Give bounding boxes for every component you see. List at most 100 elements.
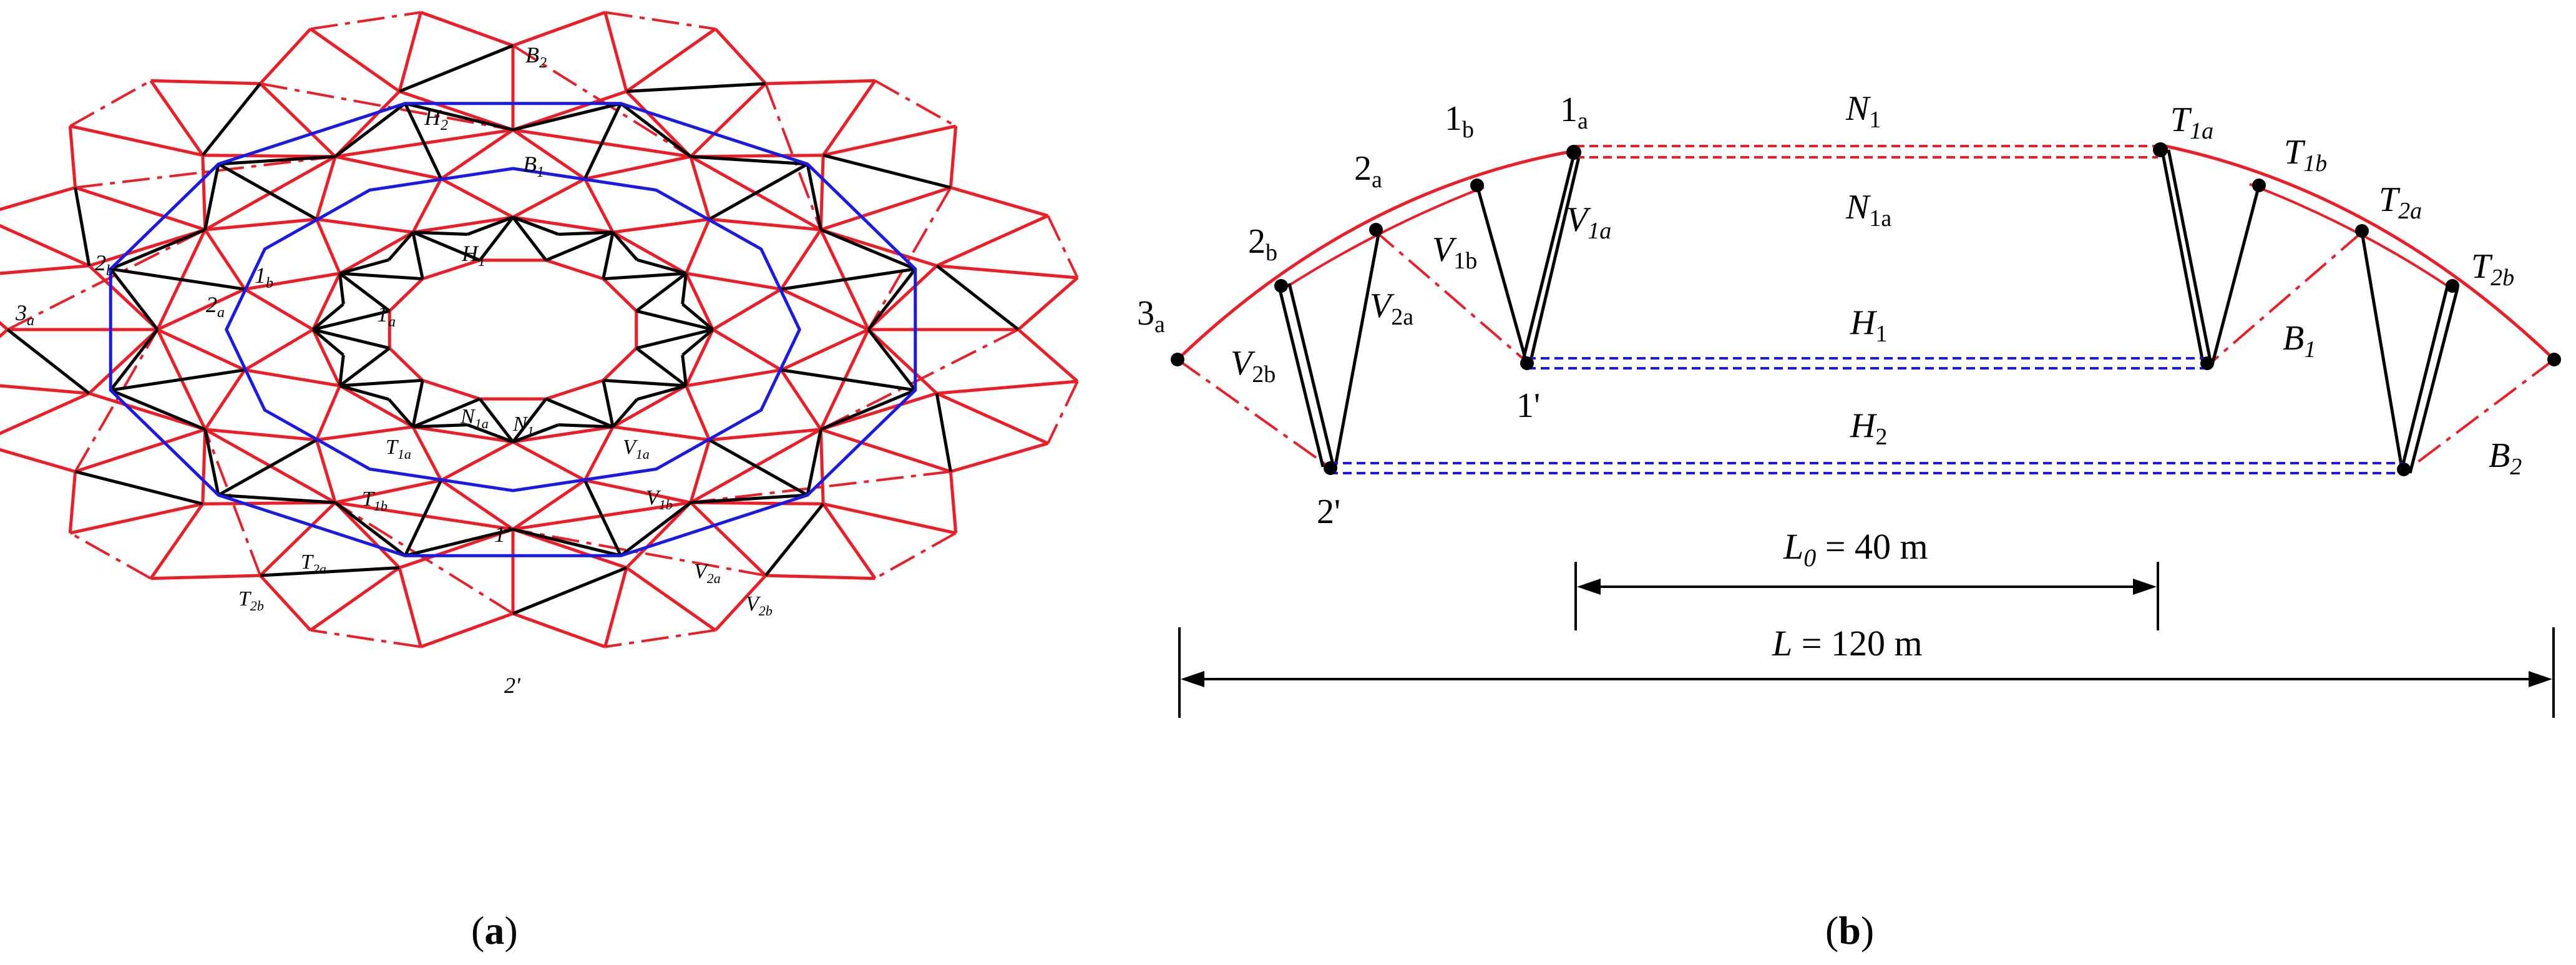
outer-star-edge bbox=[765, 574, 876, 580]
outer-star-edge bbox=[68, 471, 77, 534]
ridge-link bbox=[440, 479, 514, 531]
strut-inner bbox=[339, 272, 423, 281]
outer-star-edge bbox=[936, 391, 1049, 445]
strut-1 bbox=[339, 384, 389, 401]
ridge-link bbox=[334, 479, 442, 504]
ridge-link bbox=[584, 155, 691, 180]
strut-2 bbox=[203, 164, 220, 230]
label-a-1b: 1b bbox=[255, 263, 273, 291]
label-b-T1b: T1b bbox=[2284, 133, 2327, 177]
outer-star-edge bbox=[150, 79, 261, 86]
outer-ridge-spoke bbox=[820, 186, 952, 232]
strut-3 bbox=[935, 264, 1020, 331]
label-a-H1: H1 bbox=[461, 241, 485, 270]
strut-3 bbox=[764, 502, 825, 577]
strut-2 bbox=[218, 155, 336, 166]
strut-V1a-b bbox=[1528, 157, 1581, 364]
label-b-B1: B1 bbox=[2283, 319, 2316, 363]
ridge-cable-2 bbox=[867, 264, 938, 331]
ridge-link bbox=[709, 428, 821, 442]
diagonal-cable bbox=[690, 470, 951, 504]
ridge-cable-1 bbox=[583, 178, 615, 233]
strut-1 bbox=[339, 258, 389, 275]
outer-star-edge bbox=[310, 27, 401, 93]
label-b-V1a: V1a bbox=[1566, 200, 1611, 244]
outer-star-edge bbox=[625, 27, 716, 93]
strut-T1a-a bbox=[2160, 150, 2205, 363]
outer-star-cables bbox=[0, 11, 1079, 649]
dim-L0-arrow-right bbox=[2133, 579, 2157, 595]
outer-star-edge bbox=[603, 12, 628, 92]
strut-inner bbox=[545, 230, 614, 262]
strut-3 bbox=[626, 82, 766, 93]
outer-star-edge bbox=[69, 124, 203, 157]
outer-star-edge bbox=[420, 612, 514, 649]
ridge-cable-1 bbox=[411, 426, 443, 481]
outer-ridge-spoke bbox=[74, 186, 206, 232]
node-1a bbox=[1566, 145, 1581, 160]
strut-2 bbox=[403, 479, 443, 557]
strut-2 bbox=[867, 328, 917, 391]
strut-1 bbox=[681, 355, 688, 386]
label-b-1prime: 1' bbox=[1516, 386, 1540, 425]
outer-star-edge bbox=[714, 27, 767, 85]
diagonal-cable bbox=[69, 532, 152, 580]
strut-T1b bbox=[2210, 185, 2261, 365]
strut-1 bbox=[338, 355, 345, 386]
ridge-cable-2 bbox=[867, 328, 938, 395]
strut-T2a bbox=[2360, 232, 2404, 473]
strut-1 bbox=[512, 215, 559, 236]
strut-inner bbox=[479, 398, 514, 443]
strut-inner bbox=[411, 380, 424, 428]
strut-2 bbox=[110, 228, 206, 271]
outer-ridge-spoke bbox=[820, 428, 952, 473]
strut-2 bbox=[217, 162, 318, 221]
ridge-cable-2 bbox=[202, 154, 336, 159]
ridge-link bbox=[203, 228, 246, 290]
diagonal-cable bbox=[69, 79, 152, 127]
strut-2 bbox=[217, 438, 318, 497]
strut-2 bbox=[512, 102, 622, 132]
strut-1 bbox=[681, 303, 715, 331]
ridge-cable-2 bbox=[625, 90, 692, 158]
panel-a-labels: B2 H2 B1 H1 2b 1b 3a 2a 1a N1a N1 T1a V1… bbox=[15, 42, 773, 698]
ridge-cable-1 bbox=[244, 272, 340, 291]
ridge-cable-2 bbox=[88, 328, 159, 395]
label-b-3a: 3a bbox=[1137, 294, 1165, 338]
ridge-cable-1 bbox=[685, 218, 711, 274]
ridge-cable-1 bbox=[316, 217, 414, 234]
strut-3 bbox=[399, 44, 514, 93]
ridge-cable-2 bbox=[89, 391, 206, 431]
label-b-2b: 2b bbox=[1248, 222, 1277, 266]
strut-1 bbox=[681, 273, 688, 305]
strut-inner bbox=[636, 309, 713, 331]
strut-inner bbox=[635, 346, 687, 387]
outer-star-edge bbox=[822, 79, 877, 157]
ridge-cable-2 bbox=[690, 501, 824, 506]
label-a-V1a: V1a bbox=[623, 436, 650, 462]
strut-inner bbox=[339, 378, 423, 388]
right-ridge-arc-offset bbox=[2249, 183, 2451, 288]
label-a-V2b: V2b bbox=[746, 592, 773, 619]
diagonal-cable bbox=[1046, 381, 1079, 444]
ridge-cable-2 bbox=[201, 429, 207, 504]
outer-star-edge bbox=[822, 502, 877, 580]
outer-star-edge bbox=[603, 567, 628, 647]
diagonal-cable bbox=[1046, 215, 1079, 278]
strut-2 bbox=[690, 155, 808, 166]
ridge-link bbox=[512, 479, 586, 531]
strut-2 bbox=[218, 493, 336, 504]
dim-L0-arrow-left bbox=[1577, 579, 1601, 595]
strut-2 bbox=[867, 268, 917, 331]
left-ridge-arc bbox=[1176, 149, 1574, 361]
strut-inner bbox=[635, 272, 687, 313]
strut-1 bbox=[338, 273, 345, 305]
label-a-2b: 2b bbox=[95, 250, 114, 279]
node-3a bbox=[1171, 353, 1184, 366]
outer-star-edge bbox=[625, 566, 716, 632]
strut-1 bbox=[467, 215, 514, 236]
strut-inner bbox=[313, 328, 390, 350]
ridge-link bbox=[584, 479, 691, 504]
ridge-link bbox=[779, 228, 822, 290]
label-a-2prime: 2' bbox=[504, 673, 521, 698]
